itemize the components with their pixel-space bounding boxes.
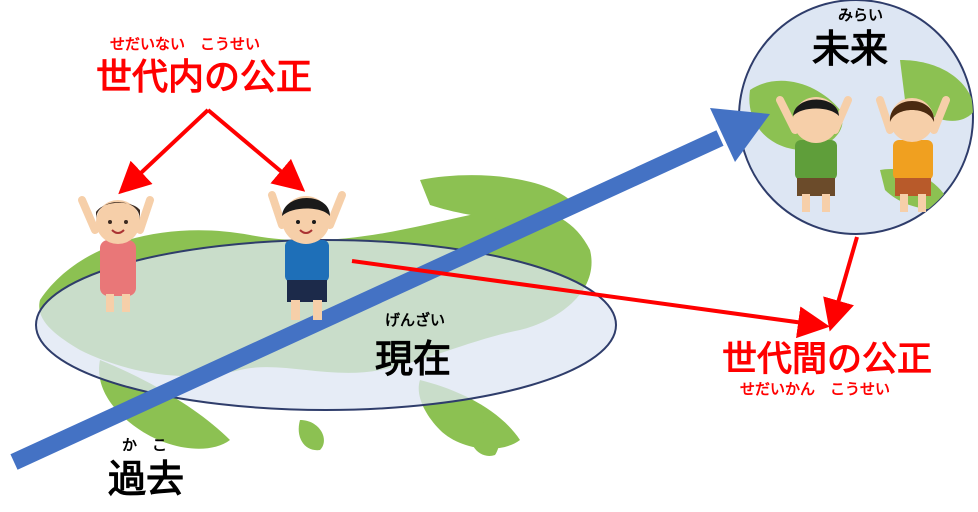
girl-figure-present — [78, 196, 154, 312]
past-title: 過去 — [108, 457, 185, 501]
past-ruby: か こ — [122, 436, 168, 454]
girl-figure-future — [876, 96, 950, 212]
intra-equity-ruby: せだいない こうせい — [110, 35, 261, 53]
boy-figure-future — [776, 96, 852, 212]
future-ruby: みらい — [838, 6, 884, 24]
future-title: 未来 — [812, 27, 889, 71]
boy-figure-present — [268, 191, 346, 320]
inter-equity-ruby: せだいかん こうせい — [740, 380, 891, 398]
present-ruby: げんざい — [385, 311, 446, 329]
timeline-arrow — [10, 108, 770, 470]
intra-equity-title: 世代内の公正 — [96, 57, 313, 98]
present-title: 現在 — [375, 337, 452, 381]
inter-equity-title: 世代間の公正 — [722, 340, 933, 380]
inter-generation-arrows — [351, 236, 859, 339]
intra-generation-arrows — [118, 108, 306, 195]
